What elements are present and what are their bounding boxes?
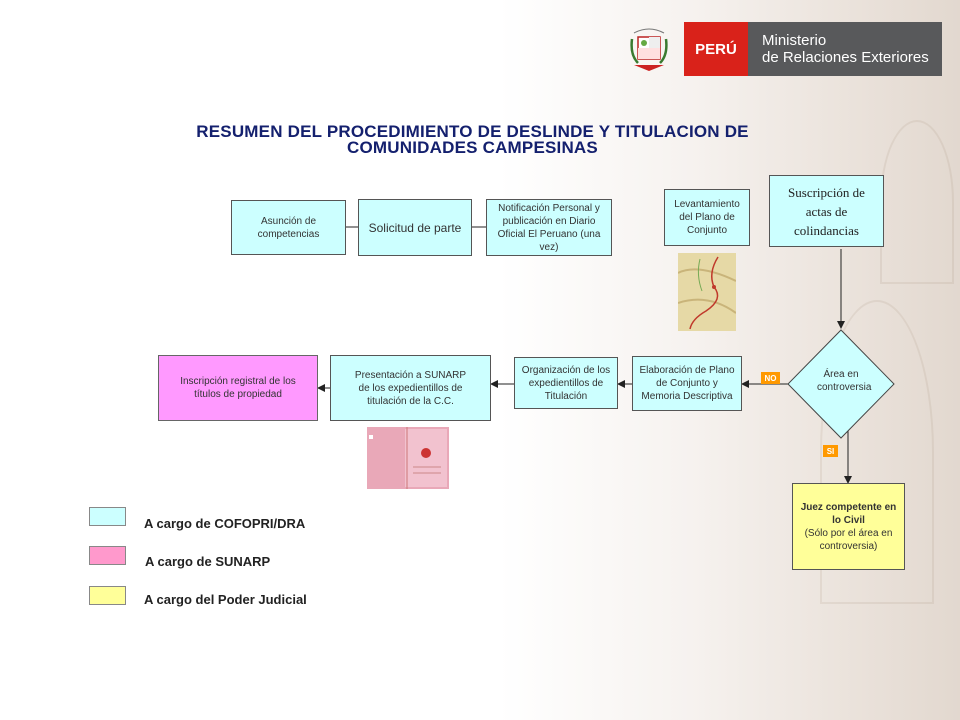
step-elaboracion-label: Elaboración de Plano de Conjunto y Memor… [637,364,737,403]
step-juez-note: (Sólo por el área en controversia) [797,527,900,553]
document-image [367,427,449,489]
step-suscripcion: Suscripción de actas de colindancias [769,175,884,247]
step-presentacion-label: Presentación a SUNARP de los expedientil… [349,369,472,408]
step-notificacion-label: Notificación Personal y publicación en D… [491,202,607,254]
step-inscripcion-label: Inscripción registral de los títulos de … [171,375,305,401]
legend-label-cofopri: A cargo de COFOPRI/DRA [144,516,305,531]
legend-label-sunarp: A cargo de SUNARP [145,554,270,569]
legend-swatch-judicial [89,586,126,605]
no-tag: NO [761,372,780,384]
step-suscripcion-label: Suscripción de actas de colindancias [784,183,869,240]
legend-swatch-sunarp [89,546,126,565]
step-juez-title: Juez competente en lo Civil [797,501,900,527]
step-asuncion-label: Asunción de competencias [244,215,333,241]
step-levantamiento-label: Levantamiento del Plano de Conjunto [671,198,743,237]
step-presentacion: Presentación a SUNARP de los expedientil… [330,355,491,421]
step-solicitud-label: Solicitud de parte [369,221,462,235]
step-levantamiento: Levantamiento del Plano de Conjunto [664,189,750,246]
step-notificacion: Notificación Personal y publicación en D… [486,199,612,256]
legend-swatch-cofopri [89,507,126,526]
decision-label: Área en controversia [817,368,865,394]
map-image [678,253,736,331]
step-inscripcion: Inscripción registral de los títulos de … [158,355,318,421]
si-tag: SI [823,445,838,457]
step-asuncion-competencias: Asunción de competencias [231,200,346,255]
step-juez: Juez competente en lo Civil (Sólo por el… [792,483,905,570]
legend-label-judicial: A cargo del Poder Judicial [144,592,307,607]
step-solicitud-parte: Solicitud de parte [358,199,472,256]
step-organizacion-label: Organización de los expedientillos de Ti… [521,364,611,403]
step-elaboracion: Elaboración de Plano de Conjunto y Memor… [632,356,742,411]
step-organizacion: Organización de los expedientillos de Ti… [514,357,618,409]
